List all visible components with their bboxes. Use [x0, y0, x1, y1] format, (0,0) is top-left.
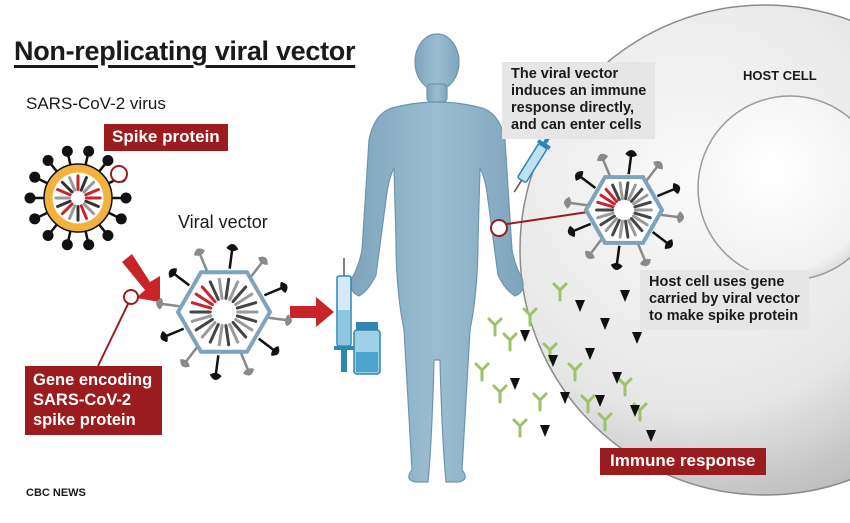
immune-response-label: Immune response: [600, 448, 766, 475]
viral-vector-entering-cell-icon: [564, 150, 684, 270]
immune-induction-line: The viral vector: [511, 66, 619, 82]
injection-site-marker: [490, 219, 508, 237]
immune-induction-line: and can enter cells: [511, 117, 642, 133]
host-cell-process-line: carried by viral vector: [649, 291, 800, 307]
gene-encoding-line: SARS-CoV-2: [33, 391, 132, 409]
sars-cov-2-virus-icon: [24, 145, 132, 251]
viral-vector-label: Viral vector: [178, 212, 268, 232]
spike-protein-particles: [510, 290, 656, 442]
gene-connector-line: [97, 303, 129, 367]
page-title: Non-replicating viral vector: [14, 36, 356, 66]
vaccine-syringe-icon: [334, 258, 354, 372]
injection-connector-line: [506, 211, 589, 225]
host-cell-process-line: to make spike protein: [649, 308, 799, 324]
gene-encoding-label: Gene encoding SARS-CoV-2 spike protein: [25, 366, 163, 435]
host-cell-process-line: Host cell uses gene: [649, 274, 785, 290]
gene-marker: [123, 289, 139, 305]
source-credit: CBC NEWS: [26, 487, 86, 499]
host-cell-process-label: Host cell uses gene carried by viral vec…: [640, 270, 809, 330]
immune-induction-line: response directly,: [511, 100, 635, 116]
arrow-to-vaccine-icon: [290, 297, 334, 327]
host-cell-label: HOST CELL: [743, 68, 817, 83]
viral-vector-icon: [156, 244, 292, 380]
sars-virus-label: SARS-CoV-2 virus: [26, 94, 166, 113]
spike-marker: [110, 165, 128, 183]
gene-encoding-line: Gene encoding: [33, 371, 153, 389]
spike-protein-label: Spike protein: [104, 124, 228, 151]
human-body: [350, 33, 524, 483]
arrow-to-vector-icon: [122, 254, 160, 302]
immune-induction-line: induces an immune: [511, 83, 647, 99]
vaccine-vial-icon: [353, 322, 381, 375]
immune-induction-label: The viral vector induces an immune respo…: [502, 62, 656, 139]
gene-encoding-line: spike protein: [33, 411, 136, 429]
